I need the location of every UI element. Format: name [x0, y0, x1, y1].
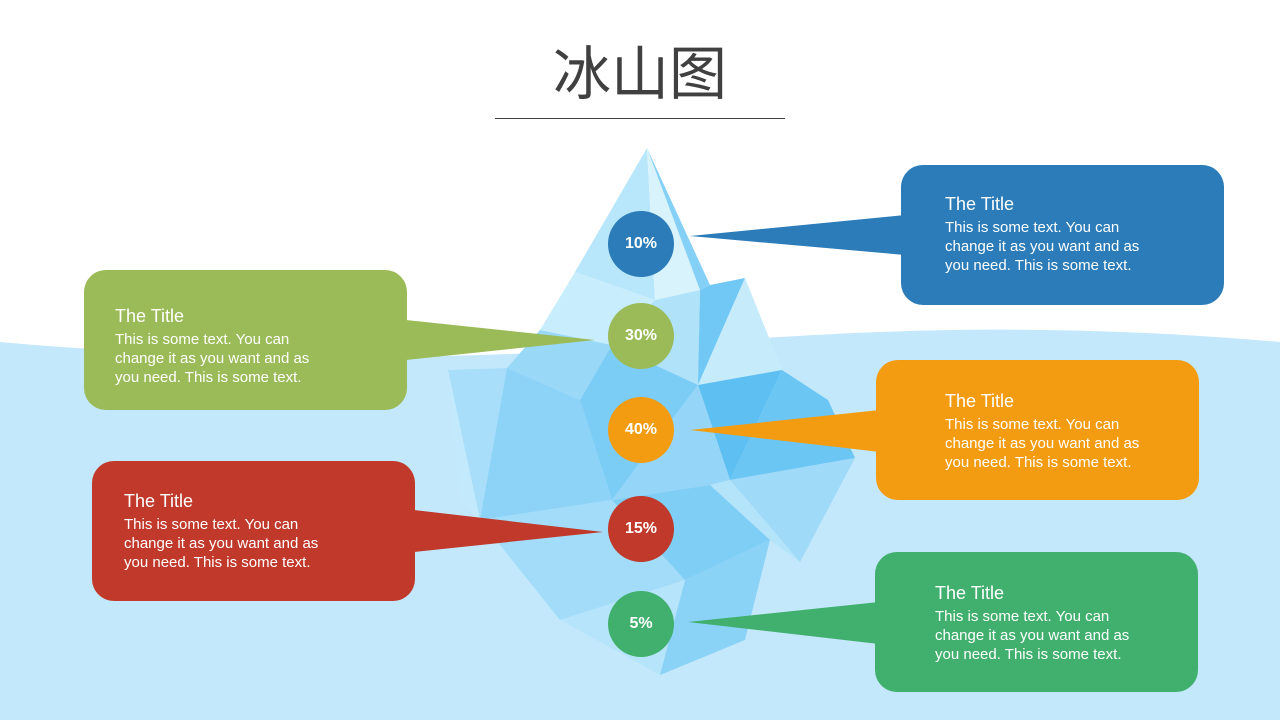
callout-title: The Title: [935, 583, 1005, 603]
iceberg-facet: [507, 330, 612, 400]
callout-box-10: The Title This is some text. You can cha…: [901, 165, 1224, 305]
pointer-15: [414, 510, 603, 552]
iceberg-facet: [448, 368, 507, 520]
percent-circle-40: 40%: [608, 397, 674, 463]
percent-circle-30: 30%: [608, 303, 674, 369]
callout-text: This is some text. You can change it as …: [124, 516, 319, 571]
callout-box-40: The Title This is some text. You can cha…: [876, 360, 1199, 500]
callout-box-30: The Title This is some text. You can cha…: [84, 270, 407, 410]
percent-circle-10: 10%: [608, 211, 674, 277]
percent-circle-15: 15%: [608, 496, 674, 562]
callout-title: The Title: [945, 194, 1015, 214]
iceberg-facet: [710, 480, 800, 562]
pointer-5: [688, 602, 879, 644]
callout-title: The Title: [945, 391, 1015, 411]
iceberg-facet: [698, 278, 782, 385]
callout-box-15: The Title This is some text. You can cha…: [92, 461, 415, 601]
pointer-10: [690, 215, 905, 255]
pointer-40: [690, 410, 880, 452]
iceberg-facet: [660, 540, 770, 675]
callout-title: The Title: [124, 491, 194, 511]
callout-box-5: The Title This is some text. You can cha…: [875, 552, 1198, 692]
page-title: 冰山图: [552, 40, 727, 108]
callout-text: This is some text. You can change it as …: [945, 219, 1140, 274]
callout-text: This is some text. You can change it as …: [115, 331, 310, 386]
callout-text: This is some text. You can change it as …: [945, 416, 1140, 471]
callout-text: This is some text. You can change it as …: [935, 608, 1130, 663]
percent-circle-5: 5%: [608, 591, 674, 657]
iceberg-facet: [647, 148, 710, 290]
iceberg-facet: [448, 370, 480, 520]
title-underline: [495, 118, 785, 119]
callout-pointers: [406, 215, 905, 644]
iceberg-facet: [730, 458, 855, 562]
pointer-30: [406, 320, 595, 360]
iceberg-facet: [480, 368, 612, 520]
callout-title: The Title: [115, 306, 185, 326]
